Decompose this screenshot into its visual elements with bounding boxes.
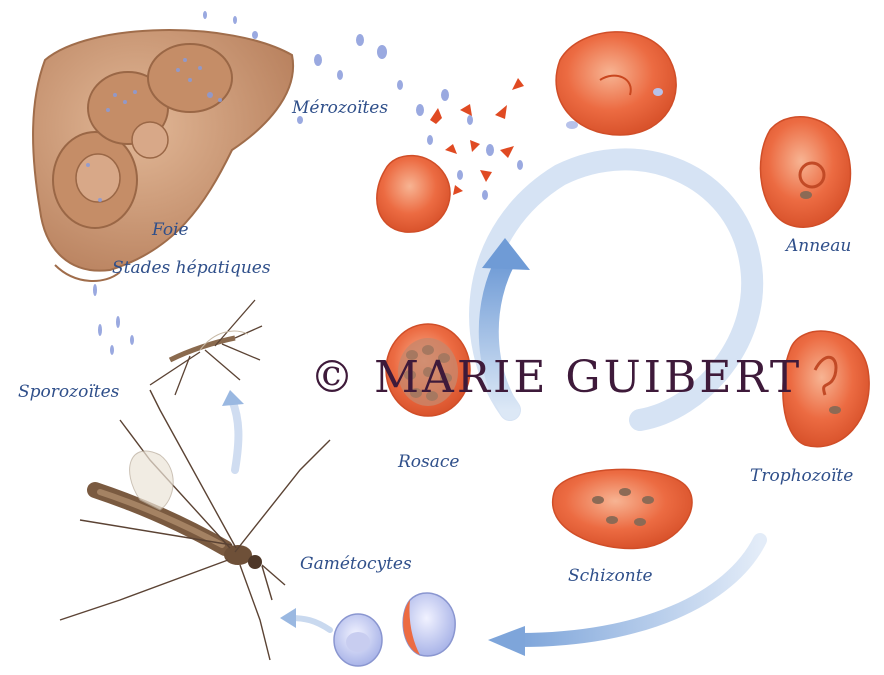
label-rosace: Rosace	[398, 452, 459, 472]
bursting-red-cell	[377, 78, 524, 232]
red-cell-anneau	[760, 117, 850, 227]
label-sporozoites: Sporozoïtes	[18, 382, 119, 402]
label-gametocytes: Gamétocytes	[300, 554, 412, 574]
gametocyte-cells	[334, 593, 455, 666]
label-merozoites: Mérozoïtes	[292, 98, 388, 118]
label-schizonte: Schizonte	[568, 566, 653, 586]
small-mosquito	[150, 300, 262, 395]
watermark: © MARIE GUIBERT	[310, 352, 802, 403]
label-stades-hepatiques: Stades hépatiques	[112, 258, 271, 278]
label-anneau: Anneau	[786, 236, 851, 256]
gametocyte-arrow	[488, 540, 760, 656]
upward-arrow-to-small-mosquito	[222, 390, 244, 470]
red-cell-schizonte	[553, 469, 692, 548]
red-cell-top	[556, 32, 676, 135]
small-arrow-left	[280, 608, 330, 630]
label-trophozoite: Trophozoïte	[750, 466, 853, 486]
label-foie: Foie	[152, 220, 189, 240]
liver-illustration	[33, 30, 293, 281]
